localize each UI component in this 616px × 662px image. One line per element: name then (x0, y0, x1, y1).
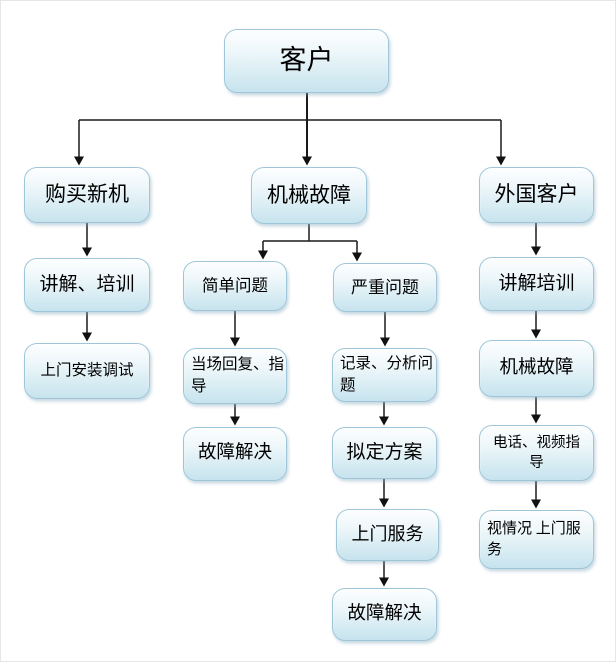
node-formulate-plan: 拟定方案 (332, 427, 437, 479)
node-onsite-service-as-needed: 视情况 上门服务 (479, 510, 594, 569)
node-onsite-reply-guidance: 当场回复、指导 (183, 348, 287, 404)
node-customer: 客户 (224, 29, 389, 93)
node-fault-resolved-simple: 故障解决 (183, 427, 287, 481)
node-onsite-reply-guidance-label: 当场回复、指导 (191, 356, 285, 395)
node-explain-training-2-label: 讲解培训 (498, 272, 575, 294)
node-buy-new-machine-label: 购买新机 (45, 182, 129, 207)
node-fault-resolved-simple-label: 故障解决 (197, 443, 272, 464)
node-formulate-plan-label: 拟定方案 (346, 441, 423, 463)
node-simple-problem-label: 简单问题 (202, 276, 268, 296)
node-record-analyze-problem-label: 记录、分析问题 (340, 355, 434, 394)
node-serious-problem-label: 严重问题 (351, 277, 419, 297)
node-explain-training-label: 讲解、培训 (39, 273, 135, 295)
node-customer-label: 客户 (279, 45, 334, 76)
node-mechanical-failure-2-label: 机械故障 (499, 357, 574, 378)
node-serious-problem: 严重问题 (333, 263, 437, 312)
node-foreign-customer-label: 外国客户 (494, 182, 579, 207)
node-onsite-service: 上门服务 (336, 509, 439, 561)
node-mechanical-failure: 机械故障 (251, 167, 367, 224)
node-onsite-install-debug: 上门安装调试 (24, 343, 150, 399)
node-foreign-customer: 外国客户 (479, 167, 594, 223)
node-onsite-service-label: 上门服务 (351, 524, 424, 545)
node-buy-new-machine: 购买新机 (24, 167, 150, 223)
node-explain-training: 讲解、培训 (24, 258, 150, 312)
node-phone-video-guidance: 电话、视频指导 (479, 425, 594, 481)
node-simple-problem: 简单问题 (183, 261, 287, 311)
node-onsite-install-debug-label: 上门安装调试 (40, 362, 134, 380)
node-explain-training-2: 讲解培训 (479, 257, 594, 311)
node-onsite-service-as-needed-label: 视情况 上门服务 (487, 520, 581, 558)
node-phone-video-guidance-label: 电话、视频指导 (493, 434, 580, 471)
node-record-analyze-problem: 记录、分析问题 (332, 348, 437, 402)
node-mechanical-failure-label: 机械故障 (267, 182, 351, 207)
node-mechanical-failure-2: 机械故障 (479, 340, 594, 397)
node-fault-resolved-serious: 故障解决 (332, 588, 437, 641)
node-fault-resolved-serious-label: 故障解决 (347, 603, 422, 624)
